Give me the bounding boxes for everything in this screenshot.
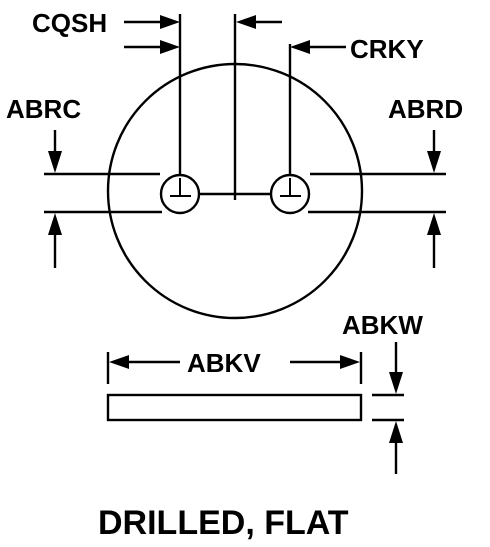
label-abrc: ABRC (6, 94, 81, 124)
dim-abkw (372, 342, 404, 474)
left-hole (159, 173, 201, 215)
label-abkw: ABKW (342, 310, 423, 340)
dim-abrd (427, 130, 441, 268)
flat-bar (106, 393, 363, 422)
label-crky: CRKY (350, 34, 424, 64)
right-hole (269, 173, 311, 215)
label-abrd: ABRD (388, 94, 463, 124)
label-abkv: ABKV (187, 348, 261, 378)
label-cqsh: CQSH (32, 8, 107, 38)
caption: DRILLED, FLAT (98, 504, 349, 542)
dim-cqsh (124, 15, 282, 54)
dim-abrc (48, 130, 62, 268)
extension-thickness-holes (44, 172, 446, 214)
dim-crky (290, 40, 346, 54)
dim-abkv (106, 352, 363, 384)
